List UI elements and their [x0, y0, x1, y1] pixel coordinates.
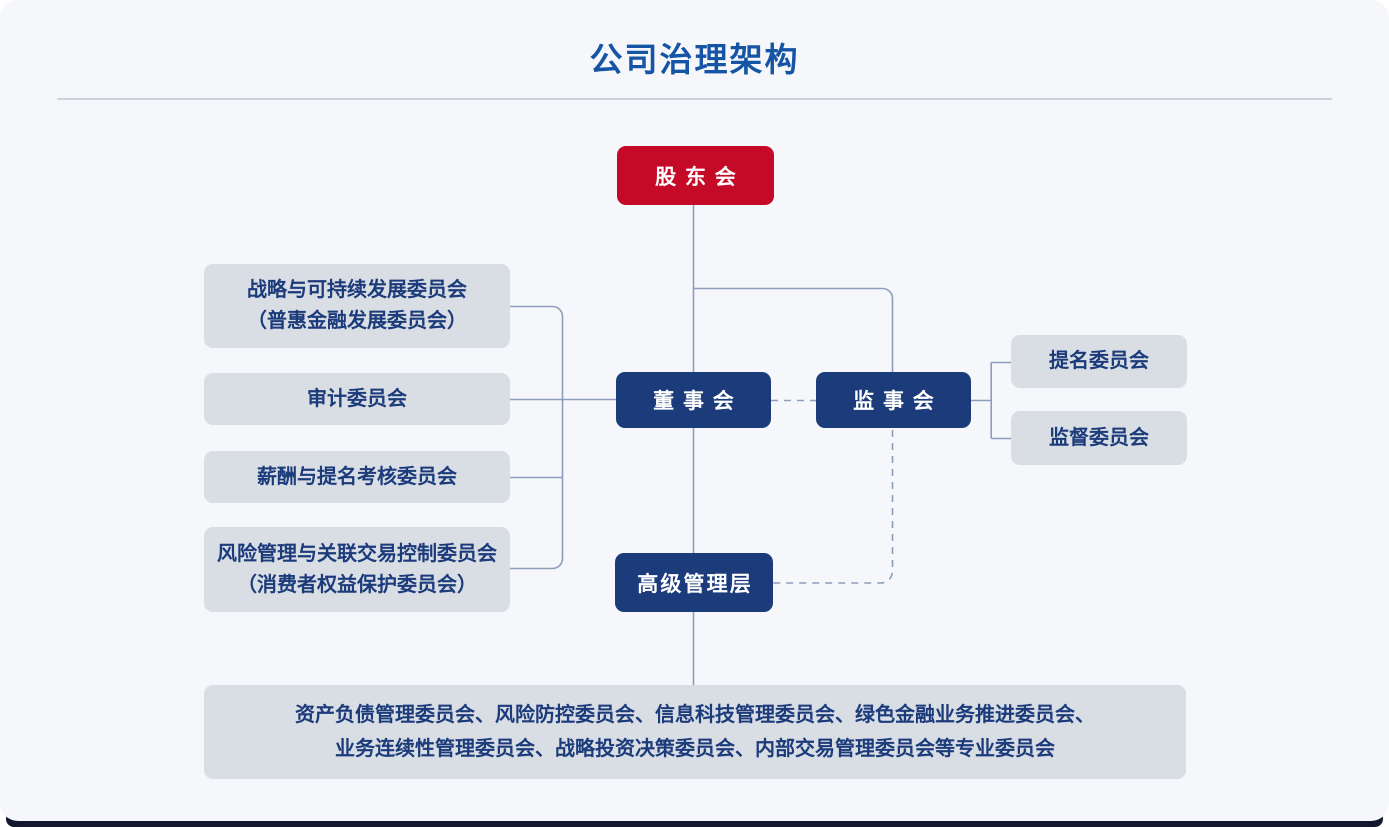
committee-label-line1: 风险管理与关联交易控制委员会	[217, 542, 497, 565]
committee-label-line2: （普惠金融发展委员会）	[247, 310, 467, 332]
title-divider	[57, 98, 1332, 100]
node-nomination-committee: 提名委员会	[1011, 335, 1187, 388]
node-supervision-committee: 监督委员会	[1011, 411, 1187, 465]
page-title: 公司治理架构	[589, 41, 800, 78]
node-strategy-committee: 战略与可持续发展委员会 （普惠金融发展委员会）	[204, 264, 510, 348]
committee-label: 监督委员会	[1049, 426, 1149, 449]
committee-label: 审计委员会	[307, 387, 407, 410]
node-remuneration-nomination-committee: 薪酬与提名考核委员会	[204, 451, 510, 503]
node-board-label: 董事会	[653, 390, 743, 413]
node-shareholders-meeting: 股东会	[617, 146, 774, 205]
committee-label-line1: 战略与可持续发展委员会	[247, 279, 467, 301]
node-supervisory-label: 监事会	[853, 390, 943, 413]
management-committees-line2: 业务连续性管理委员会、战略投资决策委员会、内部交易管理委员会等专业委员会	[335, 738, 1055, 760]
node-board-of-supervisors: 监事会	[816, 372, 971, 428]
dashed-supervisory-management	[773, 430, 894, 584]
node-shareholders-label: 股东会	[655, 165, 745, 189]
node-audit-committee: 审计委员会	[204, 373, 510, 425]
line-left-trunk	[510, 305, 564, 570]
management-committees-line1: 资产负债管理委员会、风险防控委员会、信息科技管理委员会、绿色金融业务推进委员会、	[295, 704, 1095, 726]
committee-label-line2: （消费者权益保护委员会）	[237, 573, 477, 596]
node-senior-management: 高级管理层	[615, 553, 773, 612]
node-senior-management-label: 高级管理层	[637, 572, 753, 596]
line-branch-supervisory	[693, 287, 894, 372]
node-management-committees: 资产负债管理委员会、风险防控委员会、信息科技管理委员会、绿色金融业务推进委员会、…	[204, 685, 1186, 779]
line-right-bracket	[971, 361, 1011, 440]
node-risk-related-transactions-committee: 风险管理与关联交易控制委员会 （消费者权益保护委员会）	[204, 527, 510, 612]
committee-label: 提名委员会	[1049, 350, 1149, 372]
committee-label: 薪酬与提名考核委员会	[257, 465, 457, 488]
node-board-of-directors: 董事会	[616, 372, 771, 428]
